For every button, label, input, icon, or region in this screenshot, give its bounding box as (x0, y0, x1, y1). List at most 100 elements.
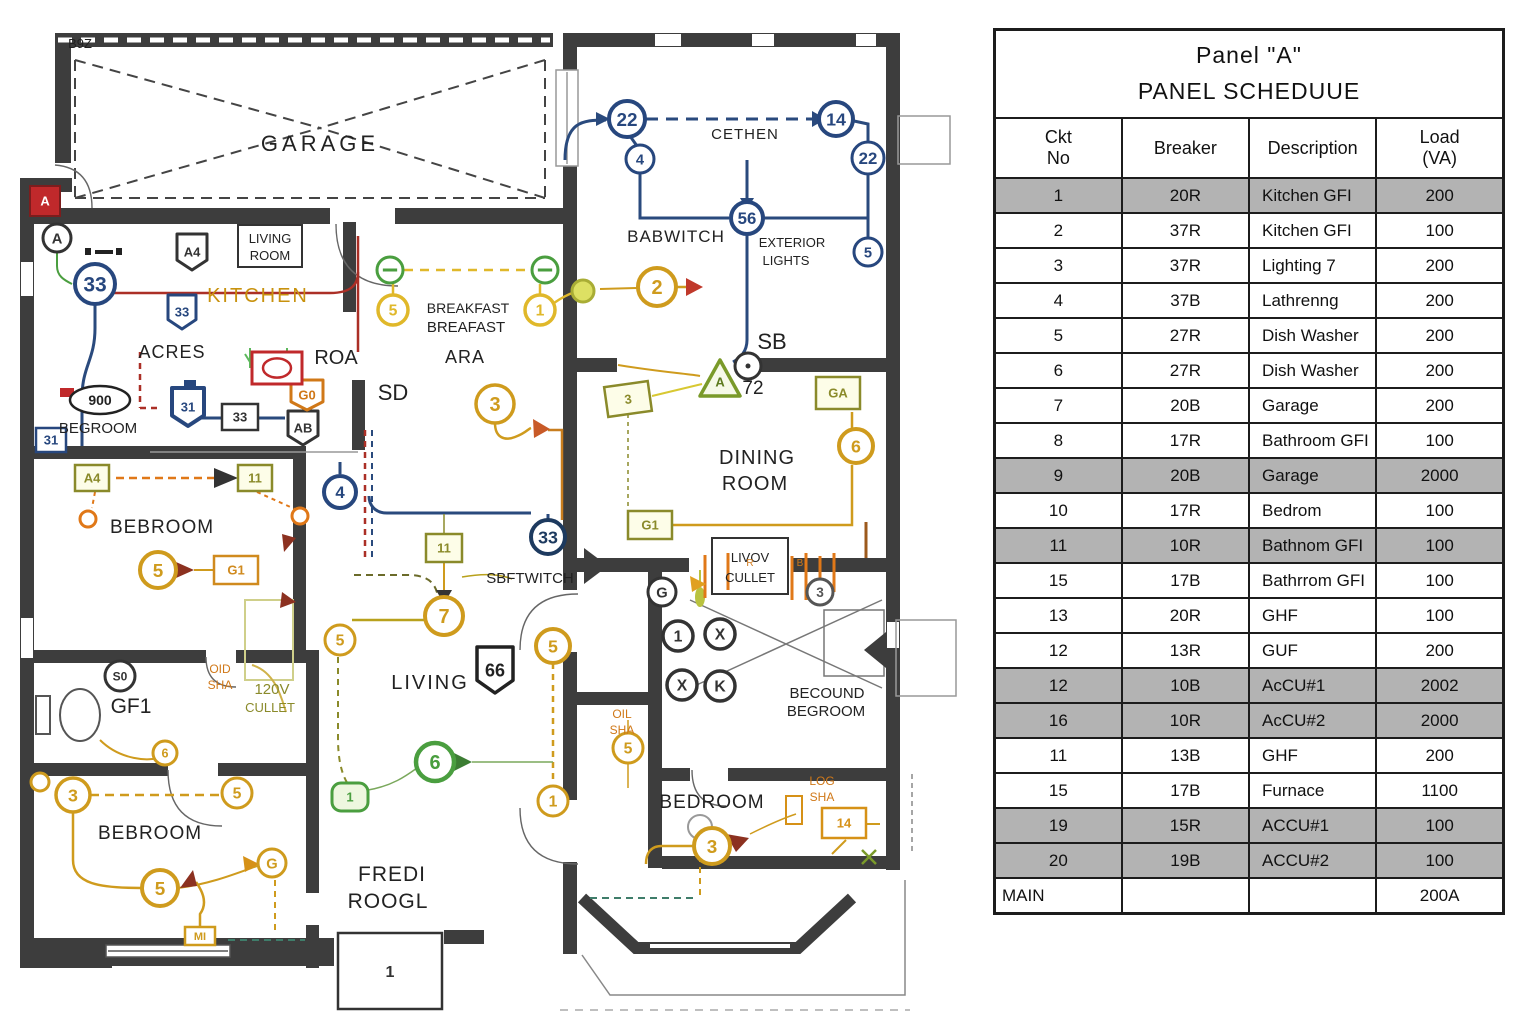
wire-sbftwitch-link (461, 573, 513, 580)
cell-no: 19 (993, 807, 1123, 844)
symbol-circle-k-text: K (714, 679, 726, 696)
wall-kitchen-top-left (33, 208, 330, 224)
door-kitchen-entry (335, 223, 399, 287)
symbol-box-14: 14 (820, 806, 868, 840)
bay-window (577, 893, 857, 954)
cell-desc: Garage (1247, 387, 1378, 424)
symbol-box-mi-text: MI (194, 931, 206, 943)
living-room-label-box (237, 224, 303, 268)
cell-no: 15 (993, 772, 1123, 809)
symbol-circle-3: 3 (54, 776, 92, 814)
symbol-box-31: 31 (34, 426, 68, 454)
symbol-circle-3-text: 3 (68, 785, 78, 805)
symbol-circle-3-text: 3 (816, 585, 824, 600)
cell-desc: Lathrenng (1247, 282, 1378, 319)
symbol-box-g1: G1 (626, 509, 674, 541)
cell-desc: Bathrrom GFI (1247, 562, 1378, 599)
symbol-circle-4-text: 4 (335, 483, 345, 502)
wall-bed2-top-left (20, 763, 168, 776)
cell-desc: Dish Washer (1247, 317, 1378, 354)
symbol-circle-14-text: 14 (826, 109, 846, 129)
symbol-circle-33: 33 (73, 262, 117, 306)
cell-desc: Furnace (1247, 772, 1378, 809)
wire-56-sb (732, 235, 749, 364)
open-circle-bed1-right (290, 506, 310, 526)
symbol-box-g1-text: G1 (227, 563, 244, 578)
wire-bath-outlet (251, 664, 287, 713)
cell-brk: 37R (1120, 247, 1251, 284)
cell-desc: Bathnom GFI (1247, 527, 1378, 564)
symbol-circle-1: 1 (523, 293, 557, 327)
schedule-title-row: Panel "A" PANEL SCHEDUUE (993, 28, 1505, 119)
switch-symbol-left (375, 255, 405, 285)
symbol-box-33-text: 33 (233, 410, 247, 425)
symbol-circle-g-text: G (266, 856, 277, 872)
header-load: Load(VA) (1375, 117, 1505, 179)
symbol-circle-33: 33 (529, 518, 567, 556)
cell-desc (1247, 877, 1378, 915)
symbol-circle-5-text: 5 (153, 561, 164, 582)
note-sha-3: SHA (810, 790, 835, 804)
arrow-darkred-bed3 (726, 834, 749, 852)
symbol-shield-66-text: 66 (485, 660, 505, 680)
door-bed2 (167, 769, 223, 827)
symbol-box-ga-text: GA (828, 386, 848, 401)
cell-no: 11 (993, 527, 1123, 564)
living-room-tag-1: LIVING (249, 231, 292, 246)
symbol-circle-5: 5 (138, 550, 178, 590)
note-babwitch: BABWITCH (627, 227, 725, 246)
wall-central-1 (563, 33, 577, 73)
symbol-circle-k: K (703, 669, 737, 703)
symbol-circle-6: 6 (413, 740, 457, 784)
arrow-green-circle6 (454, 753, 472, 771)
wire-5wall-dash (337, 657, 353, 791)
wire-bath-curve (99, 739, 161, 761)
wires-gold (71, 268, 913, 941)
room-second-bedroom-2: BEGROOM (787, 703, 865, 720)
symbol-circle-a: A (41, 222, 73, 254)
wall-garage-left-jamb (55, 33, 71, 163)
note-72: 72 (742, 378, 763, 399)
note-log: LOG (809, 774, 834, 788)
roa-outlet (250, 350, 304, 386)
wall-bed2-top-right (218, 763, 318, 776)
cell-load: 200 (1375, 282, 1505, 319)
wire-g1-run (672, 465, 854, 527)
symbol-circle-22-text: 22 (616, 110, 637, 131)
cell-brk: 17B (1120, 772, 1251, 809)
symbol-box-3: 3 (602, 379, 654, 419)
symbol-shield-ab-text: AB (294, 421, 313, 436)
wall-central-2 (563, 162, 577, 590)
symbol-shield-66: 66 (475, 645, 515, 695)
symbol-shield-31: 31 (170, 386, 206, 428)
symbol-circle-1-text: 1 (549, 794, 558, 811)
floorplan-drawing: AA33A4333133ABG090031A41145G157115666113… (20, 33, 957, 1011)
cell-load: 100 (1375, 842, 1505, 879)
cell-load: 200 (1375, 317, 1505, 354)
cell-desc: GUF (1247, 632, 1378, 669)
cell-load: 200 (1375, 177, 1505, 214)
foyer-box-text: 1 (386, 964, 395, 981)
symbol-box-31-text: 31 (44, 433, 58, 448)
detail-marker-a: A (29, 185, 61, 217)
wall-kitchen-divider-2 (352, 380, 365, 450)
symbol-circle-5-text: 5 (233, 786, 242, 803)
cell-no: 12 (993, 632, 1123, 669)
wall-garage-top (55, 33, 553, 47)
arrows (176, 111, 826, 888)
closet-begroom: BEGROOM (59, 420, 137, 437)
cell-brk: 20B (1120, 457, 1251, 494)
arrow-darkred-g1-up (282, 534, 296, 552)
cell-no: 6 (993, 352, 1123, 389)
note-120v: 120V (254, 681, 289, 698)
livov-outlet-1: LIVOV (731, 550, 770, 565)
wire-bed2-arrow-tail (194, 881, 206, 927)
cell-brk: 20R (1120, 597, 1251, 634)
wire-bed1-stub-r (256, 491, 298, 511)
